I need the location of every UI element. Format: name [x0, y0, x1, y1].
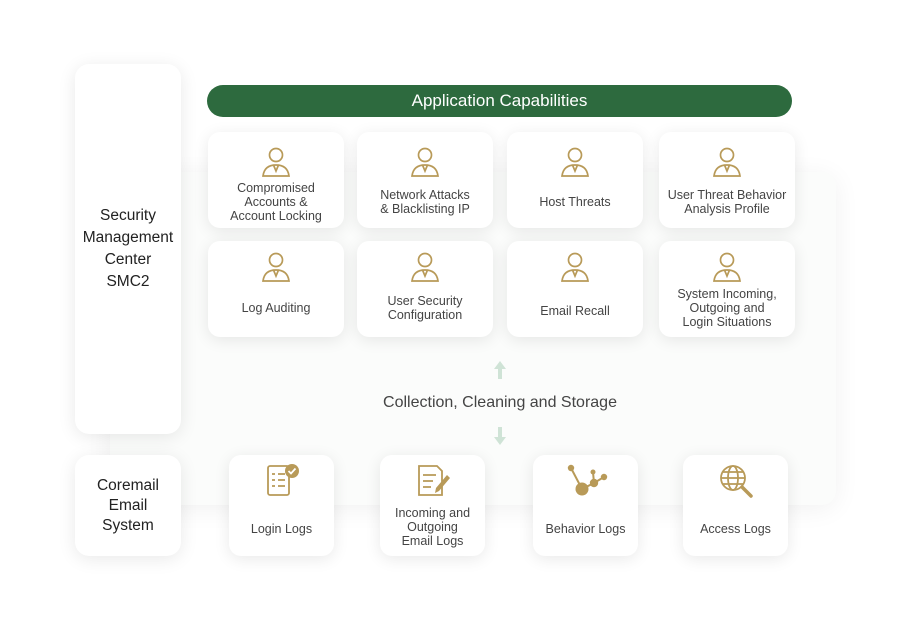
capability-card: User Security Configuration: [357, 241, 493, 337]
capability-card: System Incoming, Outgoing and Login Situ…: [659, 241, 795, 337]
application-capabilities-header: Application Capabilities: [207, 85, 792, 117]
capability-card: Log Auditing: [208, 241, 344, 337]
capability-label: Host Threats: [539, 195, 611, 209]
document-edit-icon: [417, 465, 450, 496]
smc-card: Security Management Center SMC2: [75, 64, 181, 434]
coremail-card: Coremail Email System: [75, 455, 181, 556]
log-card: Behavior Logs: [533, 455, 638, 556]
capability-card: User Threat Behavior Analysis Profile: [659, 132, 795, 228]
capability-label: User Security Configuration: [387, 294, 463, 322]
log-label: Behavior Logs: [545, 522, 626, 536]
user-icon: [262, 252, 290, 282]
log-label: Incoming and Outgoing Email Logs: [394, 506, 471, 548]
capability-label: System Incoming, Outgoing and Login Situ…: [677, 287, 777, 329]
header-title: Application Capabilities: [411, 91, 588, 110]
network-nodes-icon: [567, 464, 607, 496]
arrow-up-icon: [494, 361, 506, 379]
arrow-down-icon: [494, 427, 506, 445]
collection-cleaning-storage-label: Collection, Cleaning and Storage: [383, 394, 617, 411]
capability-label: Compromised Accounts & Account Locking: [230, 181, 322, 223]
log-card: Login Logs: [229, 455, 334, 556]
smc-label: Security Management Center SMC2: [82, 207, 174, 290]
user-icon: [411, 252, 439, 282]
user-icon: [713, 252, 741, 282]
log-card: Access Logs: [683, 455, 788, 556]
capability-label: Log Auditing: [241, 301, 311, 315]
user-icon: [561, 252, 589, 282]
capability-card: Compromised Accounts & Account Locking: [208, 132, 344, 228]
checklist-icon: [266, 464, 299, 496]
capability-card: Email Recall: [507, 241, 643, 337]
capability-label: Email Recall: [540, 304, 610, 318]
log-card: Incoming and Outgoing Email Logs: [380, 455, 485, 556]
capability-label: Network Attacks & Blacklisting IP: [380, 188, 470, 216]
coremail-label: Coremail Email System: [96, 476, 159, 534]
user-icon: [561, 147, 589, 177]
capability-card: Network Attacks & Blacklisting IP: [357, 132, 493, 228]
log-label: Access Logs: [700, 522, 771, 536]
capability-card: Host Threats: [507, 132, 643, 228]
user-icon: [411, 147, 439, 177]
user-icon: [713, 147, 741, 177]
log-label: Login Logs: [250, 522, 313, 536]
capability-label: User Threat Behavior Analysis Profile: [667, 188, 787, 216]
globe-search-icon: [719, 465, 753, 498]
user-icon: [262, 147, 290, 177]
